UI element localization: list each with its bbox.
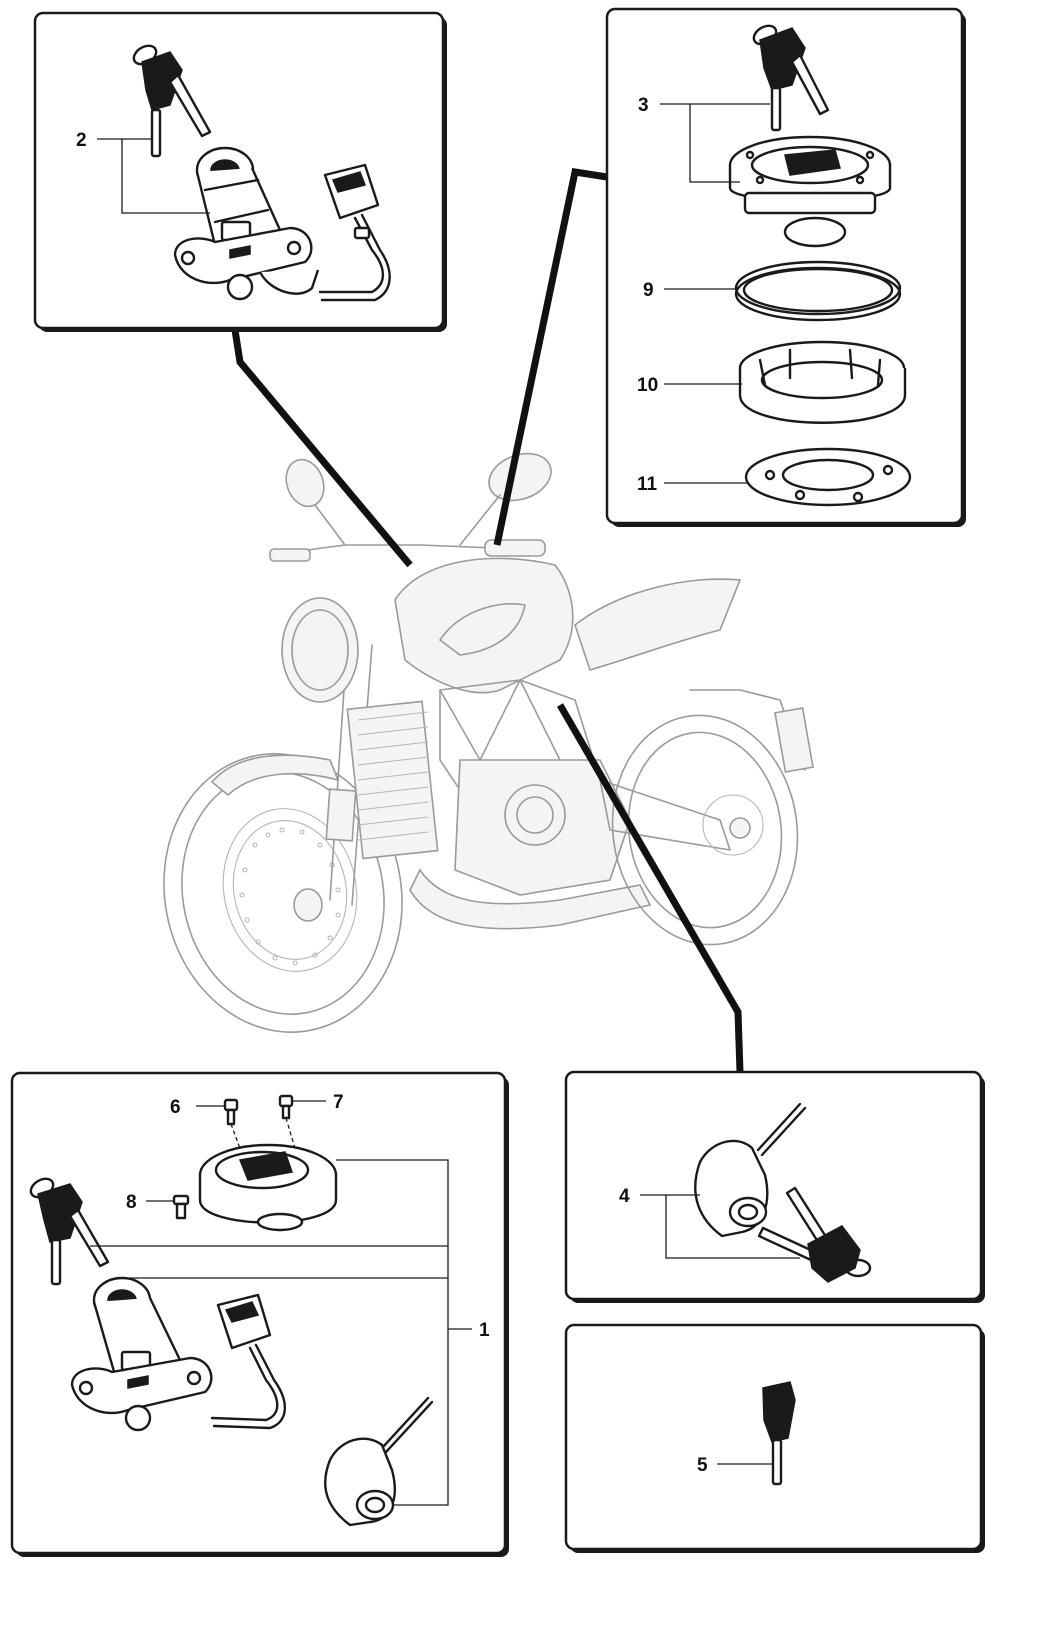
key-icon (132, 44, 212, 158)
fuel-cap (728, 135, 892, 248)
connector-plug (210, 1293, 287, 1430)
key-icon (757, 1186, 872, 1283)
label-part-7: 7 (333, 1092, 344, 1113)
key-icon (762, 1381, 796, 1486)
seal-ring (734, 260, 902, 322)
screw-7 (278, 1094, 326, 1166)
screw-8 (146, 1194, 190, 1220)
label-part-1: 1 (479, 1320, 490, 1341)
callout-lines (231, 168, 744, 1073)
gasket-plate (744, 447, 912, 507)
ignition-cylinder (173, 146, 320, 301)
seat-lock (324, 1396, 434, 1527)
label-part-11: 11 (637, 474, 658, 495)
ignition-cylinder (70, 1276, 213, 1432)
panel-seat-lock: 4 (564, 1070, 985, 1303)
connector-plug (318, 163, 391, 302)
panel-key: 5 (564, 1323, 985, 1553)
label-part-5: 5 (697, 1455, 708, 1476)
label-part-4: 4 (619, 1186, 630, 1207)
panel-lock-kit: 6 7 8 1 (10, 1071, 509, 1557)
label-part-6: 6 (170, 1097, 181, 1118)
label-part-8: 8 (126, 1192, 137, 1213)
seat-lock (694, 1102, 807, 1238)
cap-housing (738, 340, 907, 424)
label-part-3: 3 (638, 95, 649, 116)
panel-fuel-cap: 3 9 10 11 (605, 7, 966, 527)
label-part-10: 10 (637, 375, 658, 396)
label-part-2: 2 (76, 130, 87, 151)
key-icon (752, 24, 830, 132)
key-icon (29, 1177, 110, 1286)
panel-ignition-switch: 2 (33, 11, 447, 332)
motorcycle-illustration (163, 452, 814, 1033)
label-part-9: 9 (643, 280, 654, 301)
fuel-cap (198, 1143, 338, 1232)
